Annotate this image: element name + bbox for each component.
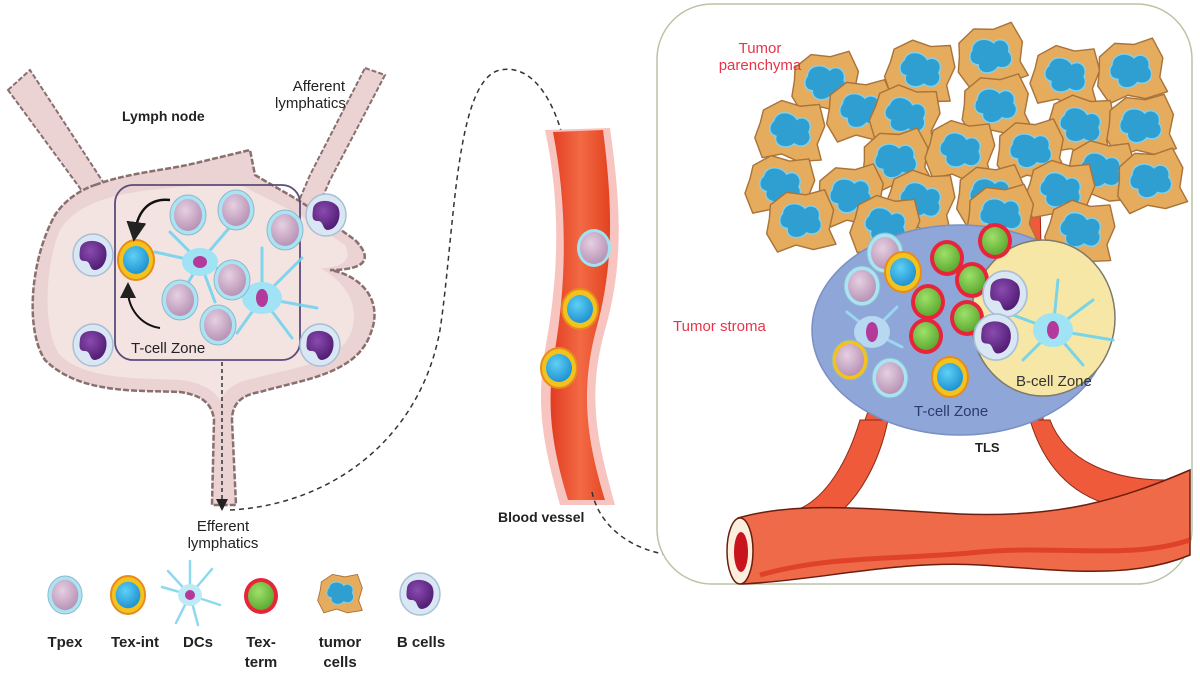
b-cell bbox=[305, 193, 347, 237]
tumor-cell bbox=[754, 99, 826, 163]
b-cell bbox=[72, 323, 114, 367]
tpex-cell bbox=[47, 575, 83, 615]
tpex-cell bbox=[577, 229, 611, 267]
dendritic-cell bbox=[160, 559, 222, 627]
b-cell bbox=[399, 572, 441, 616]
tumor-parenchyma-cells bbox=[744, 21, 1189, 263]
tumor-cell bbox=[317, 573, 363, 614]
efferent-lymphatics-label: Efferent lymphatics bbox=[187, 518, 259, 553]
tumor-cell bbox=[924, 119, 996, 182]
tls-tcell-zone-label: T-cell Zone bbox=[914, 403, 989, 420]
tumor-stroma-label: Tumor stroma bbox=[673, 318, 766, 335]
tex-term-cell bbox=[978, 223, 1012, 259]
legend-label-tumor-cells: tumor cells bbox=[318, 634, 362, 671]
tpex-cell bbox=[266, 209, 304, 251]
tumor-cell bbox=[1106, 93, 1178, 159]
tumor-cell bbox=[868, 84, 941, 148]
tumor-cell bbox=[1097, 37, 1169, 105]
tumor-cell bbox=[961, 73, 1033, 139]
tex-term-cell bbox=[244, 578, 278, 614]
dendritic-cell bbox=[220, 246, 319, 340]
tpex-cell bbox=[843, 265, 881, 307]
tpex-cell bbox=[169, 194, 207, 236]
b-cell bbox=[973, 313, 1019, 361]
tumor-cell bbox=[1117, 147, 1189, 215]
tex-int-cell bbox=[931, 356, 969, 398]
tex-int-cell bbox=[561, 288, 599, 330]
tpex-cell bbox=[871, 357, 909, 399]
legend-label-tex-int: Tex-int bbox=[110, 634, 160, 651]
afferent-lymphatic-left bbox=[6, 68, 107, 197]
migration-path-to-vessel bbox=[229, 68, 576, 511]
b-cell bbox=[72, 233, 114, 277]
dendritic-cell bbox=[1011, 278, 1115, 367]
lymph-node-tcell-zone-box bbox=[114, 184, 301, 361]
tumor-cell bbox=[1029, 44, 1101, 107]
tex-int-cell bbox=[109, 575, 147, 615]
tpex-cell bbox=[213, 259, 251, 301]
tpex-cell bbox=[831, 339, 869, 381]
legend-label-b-cells: B cells bbox=[396, 634, 446, 651]
activation-arrow bbox=[126, 198, 171, 242]
tex-int-cell bbox=[884, 251, 922, 293]
legend-label-tex-term: Tex- term bbox=[244, 634, 278, 671]
tertiary-lymphoid-structure bbox=[811, 223, 1116, 436]
afferent-lymphatics-label: Afferent lymphatics bbox=[275, 78, 346, 113]
tpex-cell bbox=[217, 189, 255, 231]
activation-arrow bbox=[120, 282, 161, 329]
tex-term-cell bbox=[911, 284, 945, 320]
tls-bcell-zone-label: B-cell Zone bbox=[1016, 373, 1092, 390]
tls-label: TLS bbox=[975, 440, 1000, 455]
tumor-cell bbox=[957, 21, 1030, 90]
tex-int-cell bbox=[117, 239, 155, 281]
lymph-node-tcell-zone-label: T-cell Zone bbox=[131, 340, 206, 357]
legend-label-dcs: DCs bbox=[182, 634, 213, 651]
legend-label-tpex: Tpex bbox=[47, 634, 83, 651]
b-cell bbox=[982, 270, 1028, 318]
blood-vessel-label: Blood vessel bbox=[498, 509, 585, 525]
tumor-parenchyma-label: Tumor parenchyma bbox=[718, 40, 802, 75]
tpex-cell bbox=[161, 279, 199, 321]
lymph-node-title: Lymph node bbox=[122, 108, 205, 124]
tex-term-cell bbox=[909, 318, 943, 354]
tex-int-cell bbox=[540, 347, 578, 389]
tex-term-cell bbox=[930, 240, 964, 276]
tpex-cell bbox=[199, 304, 237, 346]
legend bbox=[47, 559, 441, 627]
tex-term-cell bbox=[955, 262, 989, 298]
tumor-blood-vessel bbox=[726, 468, 1191, 585]
lymph-node bbox=[6, 66, 387, 511]
blood-vessel bbox=[540, 128, 619, 505]
b-cell bbox=[299, 323, 341, 367]
tumor-cell bbox=[765, 189, 837, 253]
